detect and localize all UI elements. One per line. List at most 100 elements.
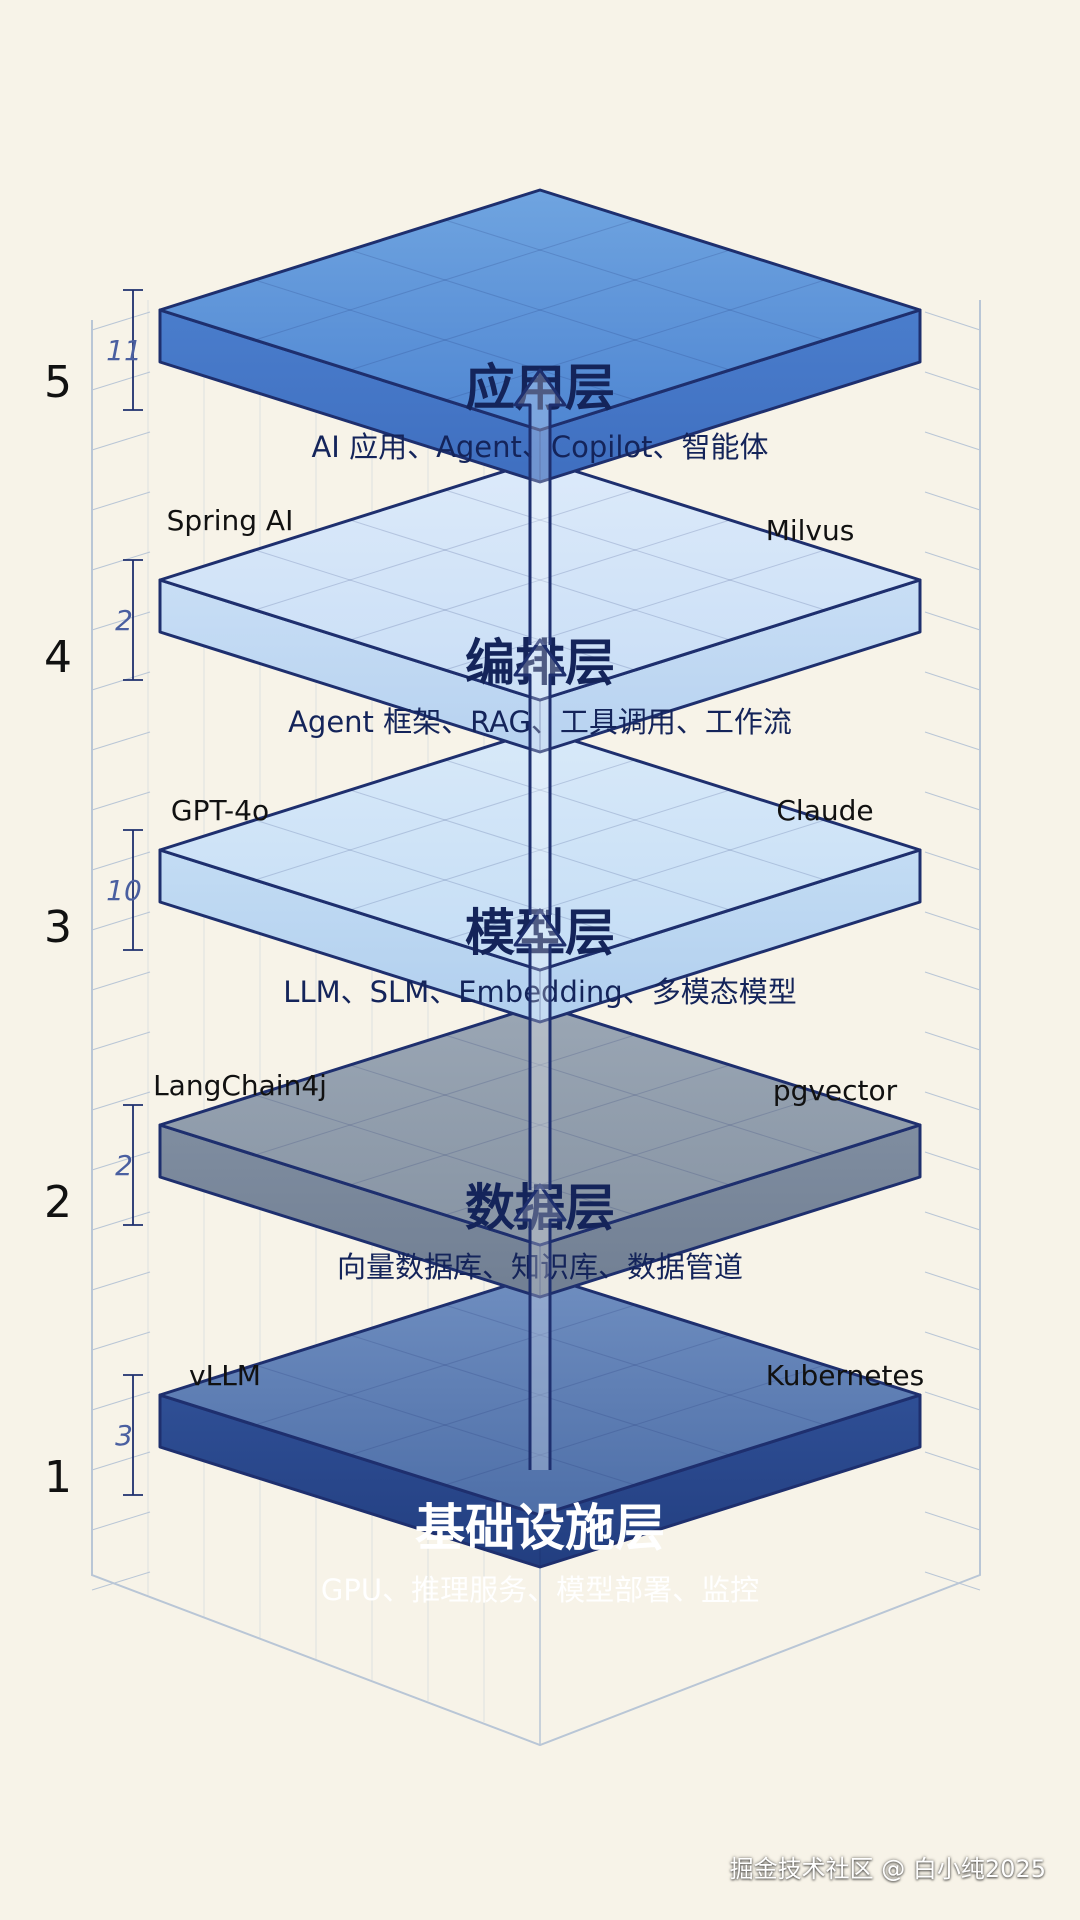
grid-line	[91, 491, 151, 511]
grid-line	[91, 551, 151, 571]
slab-grid-line	[254, 1094, 636, 1216]
grid-line	[91, 431, 151, 451]
layer-subtitle: Agent 框架、RAG、工具调用、工作流	[288, 705, 792, 739]
grid-line	[91, 1571, 151, 1591]
tool-label-right: Kubernetes	[766, 1359, 925, 1392]
slab-grid-line	[349, 519, 731, 641]
grid-line	[924, 1571, 981, 1591]
grid-line	[91, 671, 151, 691]
up-arrow	[513, 1183, 567, 1470]
slab-grid-line	[254, 549, 636, 671]
scale-mark: 2	[115, 604, 133, 637]
tool-label-left: vLLM	[189, 1359, 261, 1392]
scale-mark: 2	[115, 1149, 133, 1182]
slab-grid-line	[444, 549, 826, 671]
watermark: 掘金技术社区 @ 白小纯2025	[729, 1855, 1046, 1883]
layer-index: 4	[44, 632, 72, 683]
flow-arrows	[513, 368, 567, 1470]
slab-grid-line	[254, 489, 636, 611]
grid-line	[924, 1511, 981, 1531]
grid-line	[924, 1391, 981, 1411]
grid-line	[924, 611, 981, 631]
layer-slab-5: 应用层AI 应用、Agent、Copilot、智能体	[158, 188, 922, 484]
grid-line	[91, 1451, 151, 1471]
slab-grid-line	[254, 819, 636, 941]
slab-grid-line	[444, 759, 826, 881]
layer-title: 基础设施层	[415, 1499, 665, 1557]
slab-grid-line	[349, 519, 731, 641]
grid-line	[924, 431, 981, 451]
tool-label-right: Claude	[776, 794, 873, 827]
layer-slab-4: 编排层 Agent 框架、RAG、工具调用、工作流	[158, 458, 922, 754]
scale-mark: 10	[106, 874, 142, 907]
slab-top-face	[158, 728, 922, 972]
grid-line	[924, 371, 981, 391]
slab-grid-line	[254, 1034, 636, 1156]
slab-grid-line	[444, 279, 826, 401]
grid-line	[924, 851, 981, 871]
tool-label-right: Milvus	[766, 514, 855, 547]
layer-title: 编排层	[465, 634, 615, 692]
grid-line	[924, 1331, 981, 1351]
slab-grid-line	[349, 1334, 731, 1456]
grid-line	[924, 1271, 981, 1291]
scale-mark: 3	[115, 1419, 133, 1452]
slab-grid-line	[254, 279, 636, 401]
grid-line	[924, 311, 981, 331]
slab-grid-line	[444, 489, 826, 611]
slab-grid-line	[349, 1064, 731, 1186]
layer-index: 3	[44, 902, 72, 953]
scale-mark: 11	[106, 334, 142, 367]
layer-slab-3: 模型层 LLM、SLM、Embedding、多模态模型	[158, 728, 922, 1024]
grid-line	[91, 851, 151, 871]
up-arrow	[513, 368, 567, 645]
slab-grid-line	[444, 819, 826, 941]
slab-grid-line	[349, 789, 731, 911]
grid-line	[91, 1211, 151, 1231]
slab-grid-line	[349, 249, 731, 371]
slab-top-face	[158, 1273, 922, 1517]
grid-line	[924, 551, 981, 571]
grid-line	[924, 731, 981, 751]
grid-line	[91, 1271, 151, 1291]
layer-index: 2	[44, 1177, 72, 1228]
layer-slab-2: 数据层向量数据库、知识库、数据管道	[158, 1003, 922, 1299]
slab-grid-line	[444, 1364, 826, 1486]
layer-index: 1	[44, 1452, 72, 1503]
grid-line	[924, 911, 981, 931]
slab-top-face	[158, 458, 922, 702]
tool-label-left: LangChain4j	[153, 1069, 327, 1102]
up-arrow	[513, 638, 567, 915]
grid-line	[91, 1391, 151, 1411]
slab-grid-line	[349, 1334, 731, 1456]
layer-title: 数据层	[465, 1179, 615, 1237]
layer-subtitle: LLM、SLM、Embedding、多模态模型	[283, 975, 796, 1009]
slab-grid-line	[254, 759, 636, 881]
slab-grid-line	[444, 1094, 826, 1216]
slab-grid-line	[254, 1364, 636, 1486]
slab-top-face	[158, 1003, 922, 1247]
slab-grid-line	[349, 1064, 731, 1186]
layer-title: 模型层	[465, 904, 615, 962]
slab-grid-line	[349, 249, 731, 371]
layer-subtitle: 向量数据库、知识库、数据管道	[337, 1250, 743, 1284]
tool-label-left: Spring AI	[167, 504, 294, 537]
slab-grid-line	[254, 219, 636, 341]
slab-top-face	[158, 188, 922, 432]
slab-grid-line	[254, 1304, 636, 1426]
grid-line	[924, 1211, 981, 1231]
slab-grid-line	[444, 1304, 826, 1426]
tool-label-left: GPT-4o	[171, 794, 269, 827]
grid-line	[91, 1091, 151, 1111]
slab-grid-line	[444, 1034, 826, 1156]
layer-subtitle: AI 应用、Agent、Copilot、智能体	[311, 430, 768, 464]
grid-line	[91, 371, 151, 391]
grid-line	[924, 491, 981, 511]
grid-line	[91, 1031, 151, 1051]
grid-line	[91, 1151, 151, 1171]
